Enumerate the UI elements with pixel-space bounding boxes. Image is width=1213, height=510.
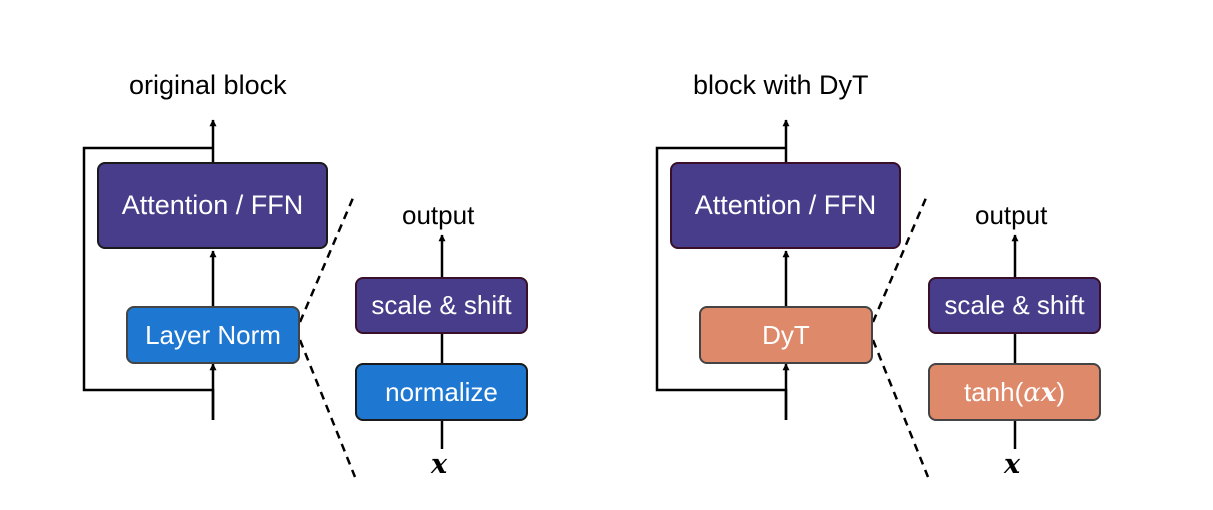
left-input-x: x xyxy=(431,449,448,480)
right-tanh-box: tanh(αx) xyxy=(928,363,1101,421)
right-scale-shift-box: scale & shift xyxy=(928,277,1101,334)
left-normalize-box: normalize xyxy=(355,363,528,421)
left-layer-norm-box: Layer Norm xyxy=(126,306,300,364)
box-label: scale & shift xyxy=(371,290,512,320)
right-dyt-box: DyT xyxy=(699,306,873,364)
right-input-x: x xyxy=(1004,449,1021,480)
dashed-zoom-line xyxy=(298,339,357,478)
right-attention-ffn-box: Attention / FFN xyxy=(670,162,901,249)
box-label: Attention / FFN xyxy=(121,190,304,220)
right-title: block with DyT xyxy=(693,70,869,100)
left-title: original block xyxy=(129,70,287,100)
box-label: Attention / FFN xyxy=(694,190,877,220)
dashed-zoom-line xyxy=(298,197,355,323)
box-label: normalize xyxy=(385,376,498,407)
box-label: Layer Norm xyxy=(145,319,281,350)
box-label: scale & shift xyxy=(944,290,1085,320)
left-scale-shift-box: scale & shift xyxy=(355,277,528,334)
left-attention-ffn-box: Attention / FFN xyxy=(97,162,328,249)
dashed-zoom-line xyxy=(871,339,930,478)
right-output-label: output xyxy=(975,200,1048,230)
left-output-label: output xyxy=(402,200,475,230)
tanh-formula: tanh(αx) xyxy=(963,376,1065,408)
box-label: DyT xyxy=(762,319,810,350)
dashed-zoom-line xyxy=(871,197,928,323)
